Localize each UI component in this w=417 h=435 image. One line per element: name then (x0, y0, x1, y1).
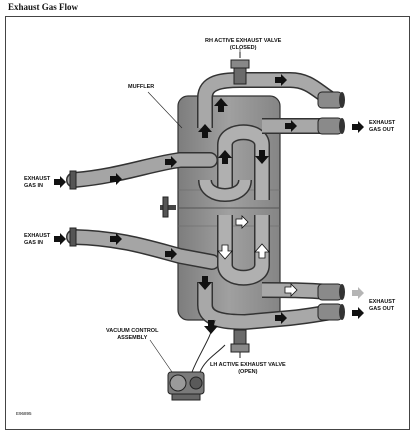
internal-tube-upper (198, 124, 270, 202)
muffler-label: MUFFLER (128, 84, 155, 90)
gas-out-lower-label: EXHAUST GAS OUT (369, 299, 396, 312)
gas-out-upper-label: EXHAUST GAS OUT (369, 120, 396, 133)
leader-line (149, 339, 173, 373)
flow-arrows (54, 74, 364, 334)
leader-line (147, 91, 183, 129)
reference-code: E96895 (16, 411, 32, 416)
lh-active-valve (230, 329, 250, 358)
inlet-pipe-lower (66, 227, 220, 270)
vacuum-control-label: VACUUM CONTROL ASSEMBLY (106, 328, 159, 341)
gas-in-lower-label: EXHAUST GAS IN (24, 233, 51, 246)
rh-active-valve (230, 52, 250, 85)
page-title: Exhaust Gas Flow (8, 2, 79, 12)
mount-bracket (160, 196, 176, 218)
vacuum-control-assembly (167, 319, 226, 401)
inlet-pipe-upper (66, 152, 218, 190)
lh-valve-label: LH ACTIVE EXHAUST VALVE (OPEN) (210, 362, 286, 375)
diagram-frame (5, 16, 410, 430)
rh-valve-label: RH ACTIVE EXHAUST VALVE (CLOSED) (205, 38, 282, 51)
internal-tube-lower (217, 215, 270, 286)
gas-in-upper-label: EXHAUST GAS IN (24, 176, 51, 189)
